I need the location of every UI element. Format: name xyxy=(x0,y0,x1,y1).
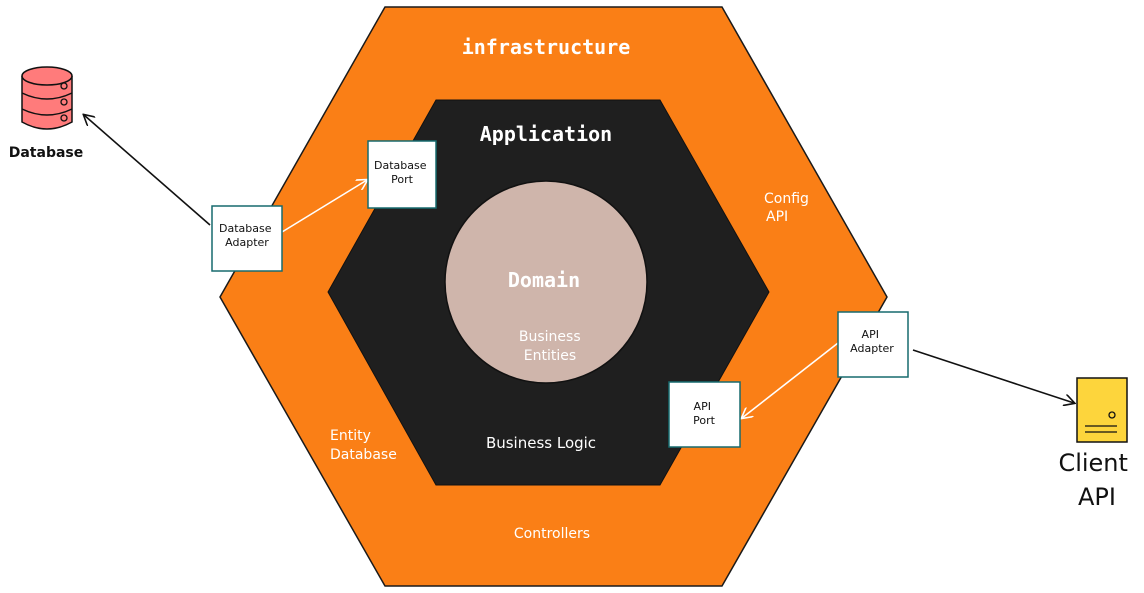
config-api-label: Config API xyxy=(764,191,813,225)
application-title: Application xyxy=(480,122,612,146)
api-adapter-box: API Adapter xyxy=(837,311,909,378)
svg-text:API Port: API Port xyxy=(693,400,715,427)
domain-circle xyxy=(444,180,648,384)
api-port-box: API Port xyxy=(668,381,741,448)
database-icon xyxy=(21,66,73,130)
database-label: Database xyxy=(9,145,84,161)
database-port-box: Database Port xyxy=(367,140,437,209)
client-api-icon xyxy=(1076,377,1128,443)
domain-title: Domain xyxy=(508,268,580,292)
controllers-label: Controllers xyxy=(514,526,590,542)
svg-text:Database Port: Database Port xyxy=(374,159,430,186)
business-logic-label: Business Logic xyxy=(486,434,596,452)
infrastructure-title: infrastructure xyxy=(462,35,631,59)
entity-database-label: Entity Database xyxy=(330,428,397,463)
api-adapter-to-port-arrow xyxy=(742,342,839,418)
svg-text:API Adapter: API Adapter xyxy=(850,328,894,355)
business-entities-label: Business Entities xyxy=(519,329,585,364)
api-adapter-to-client-arrow xyxy=(912,349,1074,403)
adapter-to-database-arrow xyxy=(84,115,211,226)
database-adapter-box: Database Adapter xyxy=(211,205,283,272)
svg-text:Database Adapter: Database Adapter xyxy=(219,222,275,249)
client-api-label: Client API xyxy=(1058,449,1135,511)
adapter-to-port-arrow xyxy=(281,180,367,233)
